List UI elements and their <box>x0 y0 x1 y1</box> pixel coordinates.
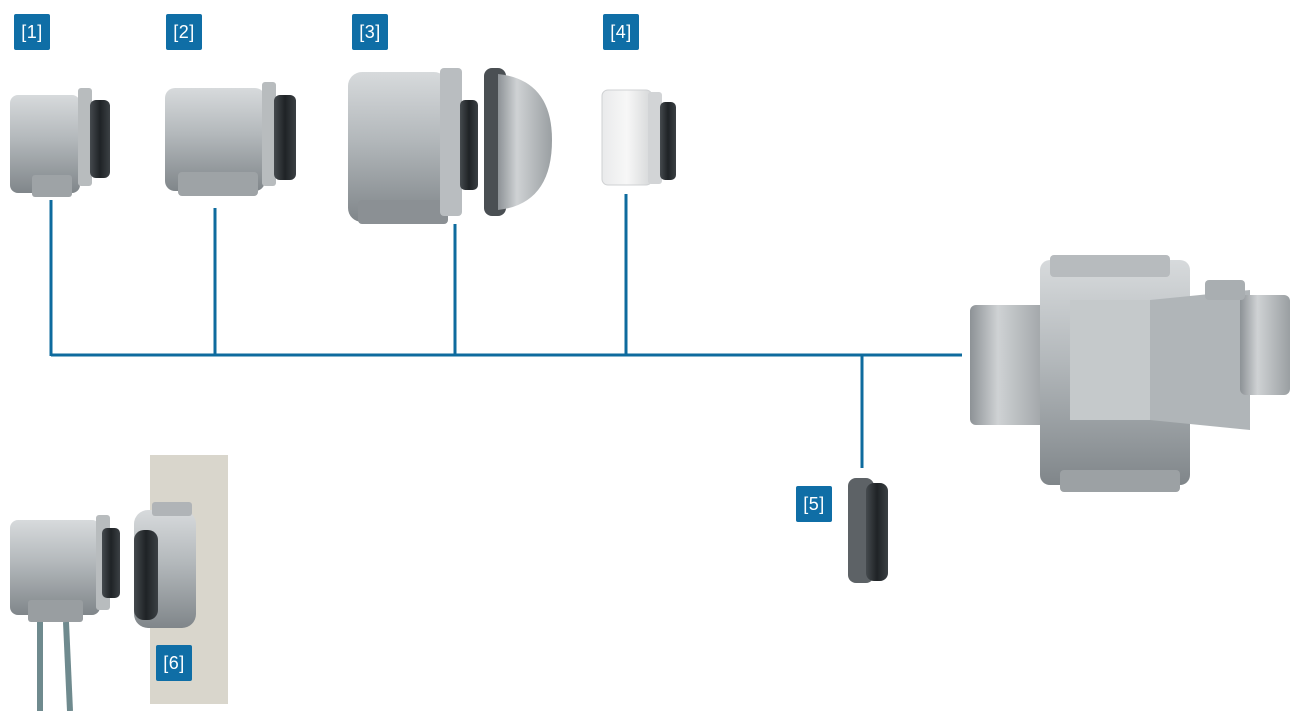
label-6: [6] <box>156 645 192 681</box>
label-4: [4] <box>603 14 639 50</box>
connection-lines <box>49 194 962 468</box>
adapter-ring-icon <box>601 89 676 186</box>
terminal-housing-small-icon <box>10 88 110 197</box>
label-3: [3] <box>352 14 388 50</box>
label-5: [5] <box>796 486 832 522</box>
wall-mount-housing-icon <box>10 455 228 711</box>
terminal-housing-long-icon <box>165 82 296 196</box>
label-1: [1] <box>14 14 50 50</box>
blanking-ring-icon <box>848 478 888 583</box>
terminal-housing-large-with-cover-icon <box>348 68 552 224</box>
sensor-body-icon <box>970 255 1290 492</box>
label-2: [2] <box>166 14 202 50</box>
